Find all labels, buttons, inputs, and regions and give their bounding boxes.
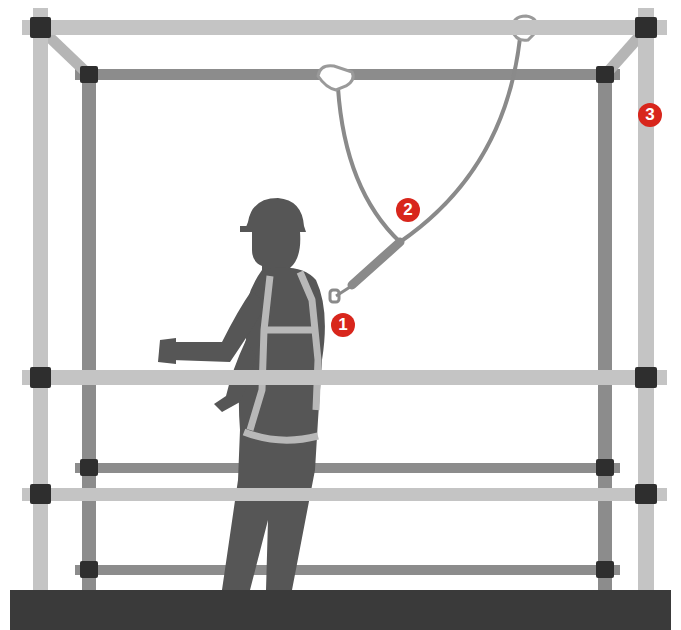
callout-number: 3 <box>638 103 662 127</box>
harness <box>244 272 318 440</box>
front-frame <box>22 8 667 590</box>
back-frame <box>75 68 620 590</box>
d-ring <box>330 290 339 302</box>
platform-floor <box>10 590 671 630</box>
corner-brace <box>42 30 645 74</box>
coupler <box>80 66 614 578</box>
worker-silhouette <box>158 198 325 590</box>
lanyard <box>336 38 520 296</box>
callout-number: 2 <box>396 198 420 222</box>
coupler <box>30 17 657 504</box>
callout-number: 1 <box>331 313 355 337</box>
